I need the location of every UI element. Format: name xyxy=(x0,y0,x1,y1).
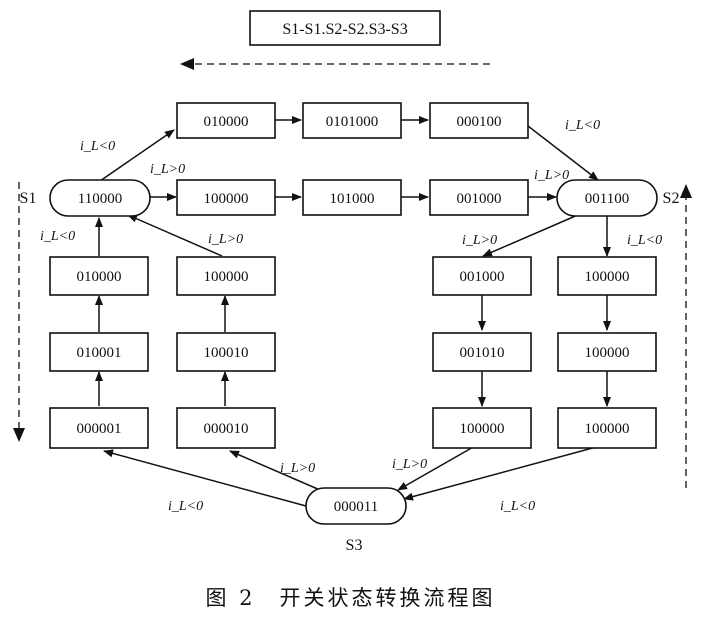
cond-col-a-to-s3: i_L>0 xyxy=(392,457,427,472)
condition-labels: i_L<0 i_L>0 i_L<0 i_L>0 i_L>0 i_L<0 i_L>… xyxy=(40,118,662,514)
right-a-state-2: 001010 xyxy=(460,345,505,361)
left-a-state-1: 010000 xyxy=(77,269,122,285)
cond-left-a-to-s1: i_L<0 xyxy=(40,229,75,244)
left-dashed-arrowhead xyxy=(13,428,25,442)
cond-s2-to-col-a: i_L>0 xyxy=(462,233,497,248)
edge-s3-left-a3 xyxy=(103,449,307,507)
transition-edges xyxy=(95,116,611,507)
edge-s1-top1 xyxy=(99,129,175,182)
left-b-state-3: 000010 xyxy=(204,421,249,437)
state-s3: 000011 S3 xyxy=(305,487,407,554)
edge-s3-left-b3 xyxy=(229,450,321,491)
right-a-state-1: 001000 xyxy=(460,269,505,285)
state-s3-name: S3 xyxy=(346,537,363,554)
figure-caption: 图 2 开关状态转换流程图 xyxy=(205,586,496,610)
cond-s1-to-mid: i_L>0 xyxy=(150,162,185,177)
top-dashed-arrowhead xyxy=(180,58,194,70)
state-s1-label: 110000 xyxy=(78,191,122,207)
mid-row-state-3: 001000 xyxy=(457,191,502,207)
cond-s3-to-left-a: i_L<0 xyxy=(168,499,203,514)
top-row-state-1: 010000 xyxy=(204,114,249,130)
cond-s1-to-top: i_L<0 xyxy=(80,139,115,154)
cond-mid-to-s2: i_L>0 xyxy=(534,168,569,183)
left-b-state-2: 100010 xyxy=(204,345,249,361)
right-b-state-1: 100000 xyxy=(585,269,630,285)
cond-top-to-s2: i_L<0 xyxy=(565,118,600,133)
state-s3-label: 000011 xyxy=(334,499,378,515)
state-s2: 001100 S2 xyxy=(556,179,680,217)
left-column-b: 100000 100010 000010 xyxy=(176,256,276,449)
right-column-b: 100000 100000 100000 xyxy=(557,256,657,449)
edge-s2-col-a xyxy=(482,213,581,257)
mid-row-state-2: 101000 xyxy=(330,191,375,207)
cond-col-b-to-s3: i_L<0 xyxy=(500,499,535,514)
top-row-state-2: 0101000 xyxy=(326,114,379,130)
cond-left-b-to-s1: i_L>0 xyxy=(208,232,243,247)
mid-row-state-1: 100000 xyxy=(204,191,249,207)
sequence-legend-text: S1-S1.S2-S2.S3-S3 xyxy=(282,21,407,38)
left-b-state-1: 100000 xyxy=(204,269,249,285)
right-b-state-3: 100000 xyxy=(585,421,630,437)
right-dashed-arrowhead xyxy=(680,184,692,198)
state-s2-label: 001100 xyxy=(585,191,629,207)
right-b-state-2: 100000 xyxy=(585,345,630,361)
top-row-state-3: 000100 xyxy=(457,114,502,130)
state-s1-name: S1 xyxy=(20,190,37,207)
state-s1: 110000 S1 xyxy=(20,179,151,217)
edge-top3-s2 xyxy=(527,125,599,181)
left-column-a: 010000 010001 000001 xyxy=(49,256,149,449)
cond-s2-to-col-b: i_L<0 xyxy=(627,233,662,248)
left-a-state-3: 000001 xyxy=(77,421,122,437)
state-transition-diagram: S1-S1.S2-S2.S3-S3 110000 xyxy=(13,10,692,554)
sequence-legend: S1-S1.S2-S2.S3-S3 xyxy=(249,10,441,46)
edge-col-b3-s3 xyxy=(403,445,601,501)
cond-s3-to-left-b: i_L>0 xyxy=(280,461,315,476)
edge-left-b1-s1 xyxy=(127,214,223,257)
right-a-state-3: 100000 xyxy=(460,421,505,437)
top-row: 010000 0101000 000100 xyxy=(176,102,529,139)
edge-col-a3-s3 xyxy=(397,445,476,491)
right-column-a: 001000 001010 100000 xyxy=(432,256,532,449)
middle-row: 100000 101000 001000 xyxy=(176,179,529,216)
state-s2-name: S2 xyxy=(663,190,680,207)
left-a-state-2: 010001 xyxy=(77,345,122,361)
